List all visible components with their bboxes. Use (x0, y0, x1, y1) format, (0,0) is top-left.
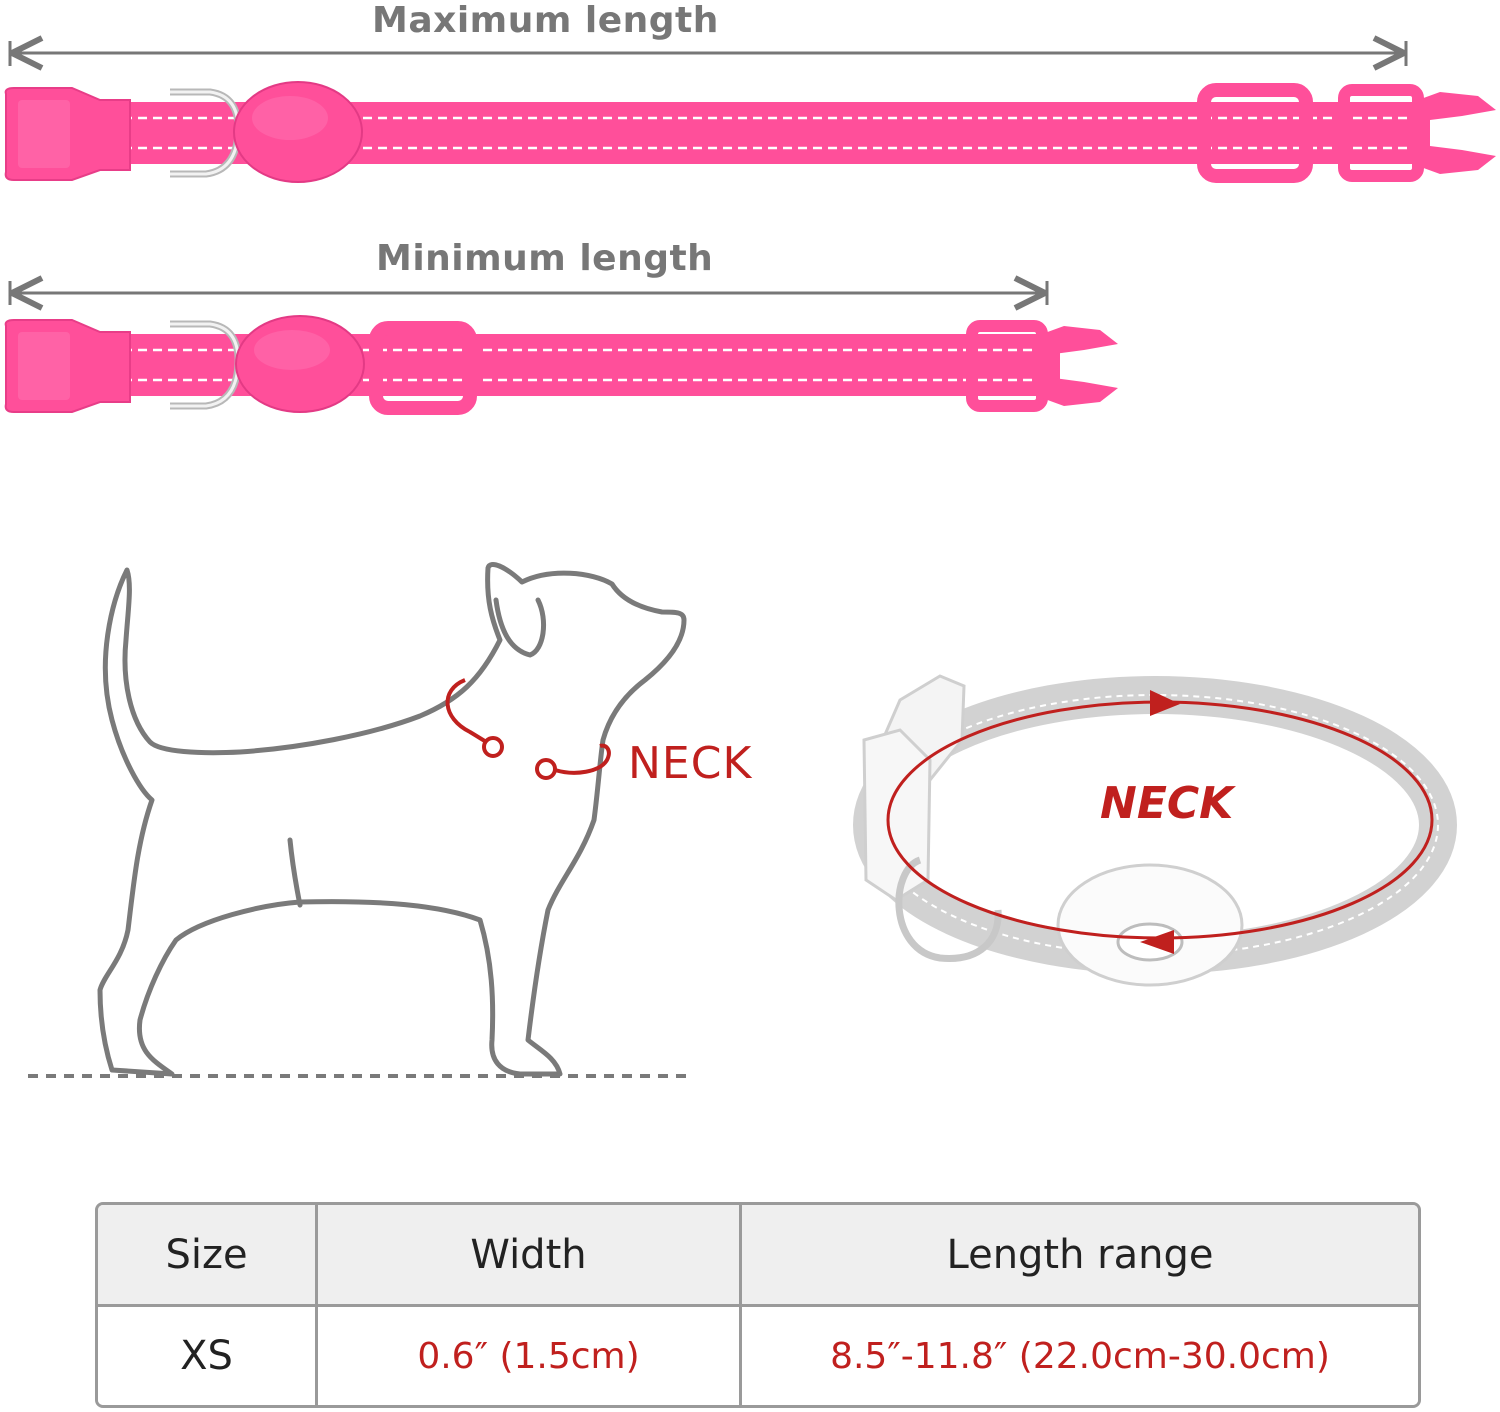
header-length-range: Length range (946, 1231, 1214, 1278)
collar-neck-label: NECK (1100, 778, 1234, 829)
minimum-length-label: Minimum length (376, 238, 714, 279)
dog-outline (97, 562, 687, 1077)
cell-size: XS (98, 1307, 318, 1405)
header-size: Size (98, 1205, 318, 1304)
min-length-dimension-line (8, 281, 1049, 305)
product-illustration (4, 0, 1496, 1078)
cell-length-range: 8.5″-11.8″ (22.0cm-30.0cm) (830, 1335, 1330, 1377)
collar-maximum (4, 81, 1496, 183)
dog-neck-label: NECK (628, 738, 753, 789)
collar-minimum (4, 315, 1118, 415)
size-table-header-row: Size Width Length range (98, 1205, 1418, 1307)
collar-neck-diagram (853, 674, 1457, 987)
size-table: Size Width Length range XS 0.6″ (1.5cm) … (95, 1202, 1421, 1408)
cell-width: 0.6″ (1.5cm) (318, 1307, 742, 1405)
table-row: XS 0.6″ (1.5cm) 8.5″-11.8″ (22.0cm-30.0c… (98, 1307, 1418, 1405)
dog-neck-measure-loop (445, 678, 611, 780)
header-width: Width (318, 1205, 742, 1304)
max-length-dimension-line (8, 41, 1408, 66)
maximum-length-label: Maximum length (372, 0, 719, 41)
